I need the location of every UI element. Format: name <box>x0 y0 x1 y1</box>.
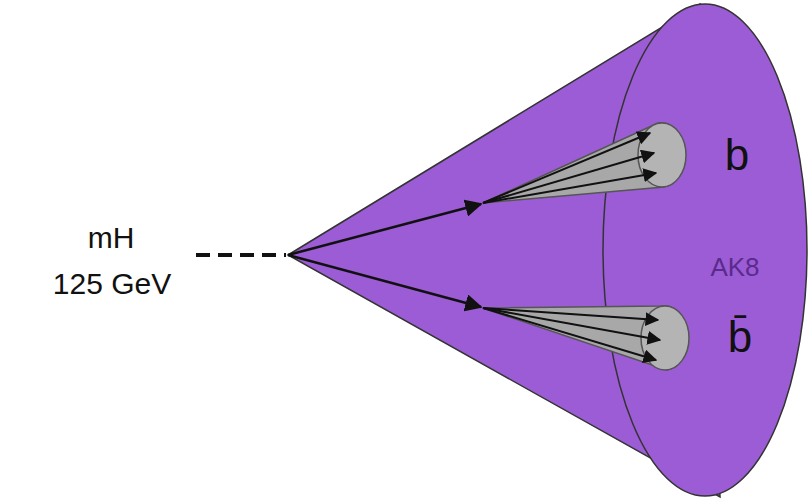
mass-value: 125 GeV <box>53 267 171 302</box>
jet-cone-outline <box>288 0 810 501</box>
mass-symbol: mH <box>88 221 135 256</box>
subjet-cone: b <box>480 115 780 215</box>
jet-label: AK8 <box>710 253 759 283</box>
jet-cone: AK8 b̄ b <box>288 0 810 501</box>
quark-label: b̄ <box>728 312 752 363</box>
higgs-propagator <box>196 253 286 257</box>
quark-label: b <box>725 130 749 181</box>
subjet-cone: b̄ <box>480 290 780 390</box>
